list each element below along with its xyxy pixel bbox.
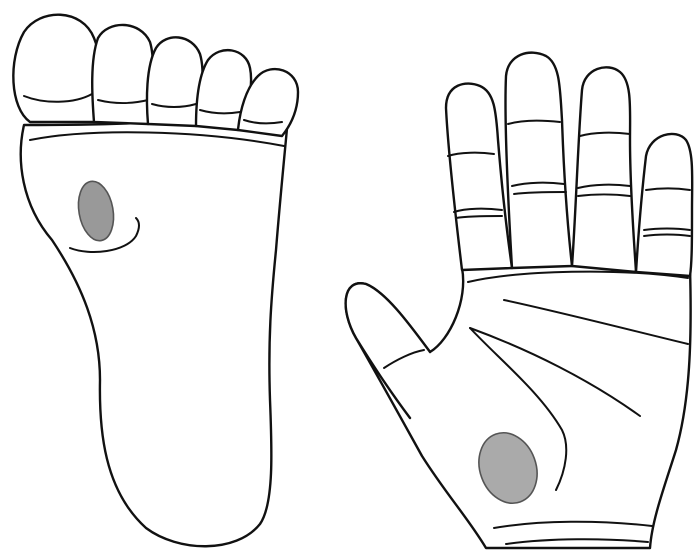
foot-sole xyxy=(13,15,298,547)
hand-middle-finger xyxy=(505,53,572,268)
hand-little-finger xyxy=(636,134,692,276)
hand-ring-finger xyxy=(572,67,636,272)
hand-outline xyxy=(346,264,691,549)
foot-big-toe xyxy=(13,15,101,122)
foot-toe-3 xyxy=(147,37,203,126)
hand-index-finger xyxy=(446,84,512,270)
foot-toe-2 xyxy=(92,25,153,124)
hand-palm xyxy=(346,53,693,548)
foot-outline xyxy=(21,100,290,546)
